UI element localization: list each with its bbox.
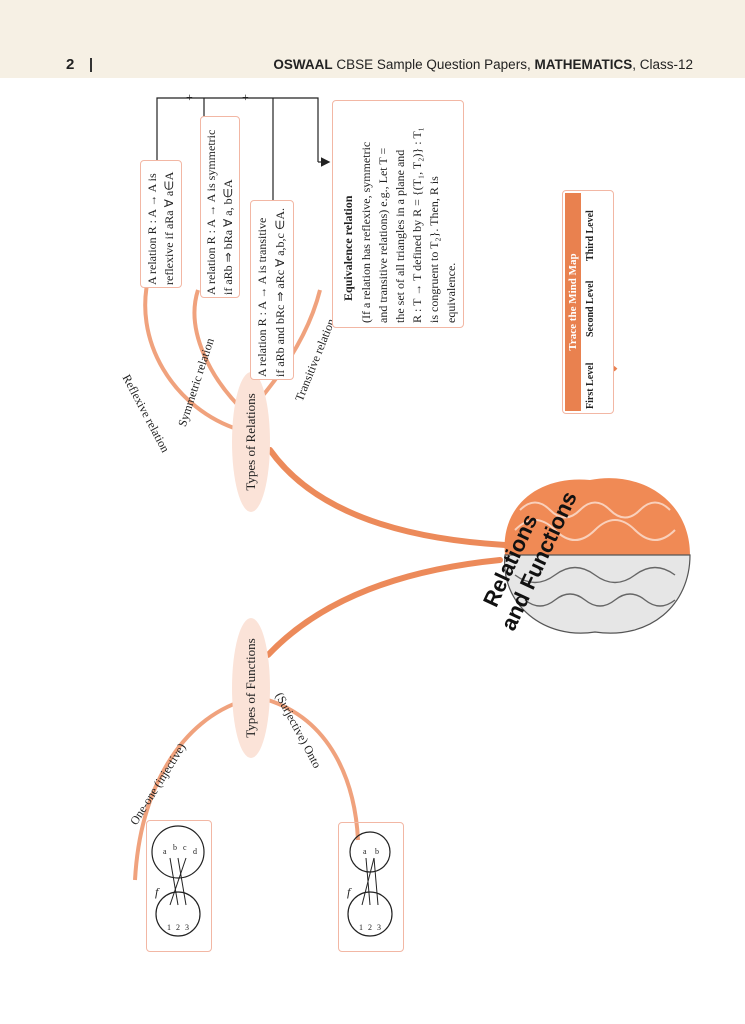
transitive-line2: if aRb and bRc ⇒ aRc ∀ a,b,c ∈A. <box>273 207 287 377</box>
connector-one-one <box>133 698 246 881</box>
bracket-lines <box>156 97 319 162</box>
one-one-domain-3: 3 <box>185 923 189 932</box>
equivalence-line-2: and transitive relations) e.g., Let T = <box>376 147 390 323</box>
reflexive-line1: A relation R : A → A is <box>145 173 159 285</box>
onto-codomain-b: b <box>375 847 379 856</box>
one-one-domain-2: 2 <box>176 923 180 932</box>
symmetric-line1: A relation R : A → A is symmetric <box>204 129 218 295</box>
equivalence-line-3: the set of all triangles in a plane and <box>393 149 407 323</box>
page-header: 2 OSWAAL CBSE Sample Question Papers, MA… <box>0 0 745 78</box>
bracket-plus-2: + <box>242 90 249 104</box>
book-title: OSWAAL CBSE Sample Question Papers, MATH… <box>273 57 693 72</box>
title-post: , Class-12 <box>632 57 693 72</box>
mind-map-legend: Trace the Mind Map First Level Second Le… <box>562 190 614 414</box>
equivalence-line-5: is congruent to T₂}. Then, R is <box>427 176 441 323</box>
onto-mapping-diagram <box>347 831 393 937</box>
one-one-codomain-b: b <box>173 843 177 852</box>
types-of-functions-label: Types of Functions <box>243 638 258 738</box>
legend-title-bar: Trace the Mind Map <box>565 193 581 411</box>
equivalence-title: Equivalence relation <box>341 195 355 301</box>
brain-illustration <box>504 478 691 634</box>
reflexive-line2: reflexive if aRa ∀ a∈A <box>162 171 176 285</box>
one-one-domain-1: 1 <box>167 923 171 932</box>
onto-domain-3: 3 <box>377 923 381 932</box>
one-one-function-name: f <box>155 885 159 899</box>
brand-name: OSWAAL <box>273 57 333 72</box>
subject-name: MATHEMATICS <box>534 57 633 72</box>
header-divider <box>90 58 92 72</box>
onto-codomain-a: a <box>363 847 367 856</box>
legend-third-level: Third Level <box>585 210 596 261</box>
legend-title: Trace the Mind Map <box>567 253 579 351</box>
one-one-diagram-box: f 1 2 3 a b c d <box>146 820 212 952</box>
equivalence-relation-box: Equivalence relation (If a relation has … <box>332 100 464 328</box>
types-of-functions-node: Types of Functions <box>232 618 270 758</box>
connector-onto <box>267 698 360 841</box>
one-one-codomain-d: d <box>193 847 197 856</box>
connector-central-relations <box>267 447 508 548</box>
one-one-mapping-diagram <box>151 825 205 937</box>
onto-function-name: f <box>347 885 351 899</box>
types-of-relations-node: Types of Relations <box>232 372 270 512</box>
bracket-plus-1: + <box>186 90 193 104</box>
equivalence-line-4: R : T → T defined by R = {(T₁, T₂)} : T₁ <box>410 127 424 323</box>
equivalence-line-6: equivalence. <box>444 262 458 323</box>
connector-central-functions <box>265 557 503 658</box>
equivalence-line-1: (If a relation has reflexive, symmetric <box>359 141 373 323</box>
legend-first-level: First Level <box>585 362 596 409</box>
symmetric-line2: if aRb ⇒ bRa ∀ a, b∈A <box>221 179 235 295</box>
symmetric-definition-box: A relation R : A → A is symmetric if aRb… <box>200 116 240 298</box>
onto-diagram-box: f 1 2 3 a b <box>338 822 404 952</box>
one-one-codomain-a: a <box>163 847 167 856</box>
types-of-relations-label: Types of Relations <box>243 393 258 491</box>
onto-domain-1: 1 <box>359 923 363 932</box>
transitive-definition-box: A relation R : A → A is transitive if aR… <box>250 200 294 380</box>
title-pre: CBSE Sample Question Papers, <box>336 57 531 72</box>
one-one-codomain-c: c <box>183 843 187 852</box>
connector-reflexive <box>143 271 241 432</box>
transitive-line1: A relation R : A → A is transitive <box>255 217 269 377</box>
page-number: 2 <box>66 56 75 73</box>
onto-domain-2: 2 <box>368 923 372 932</box>
reflexive-definition-box: A relation R : A → A is reflexive if aRa… <box>140 160 182 288</box>
legend-second-level: Second Level <box>585 280 596 337</box>
